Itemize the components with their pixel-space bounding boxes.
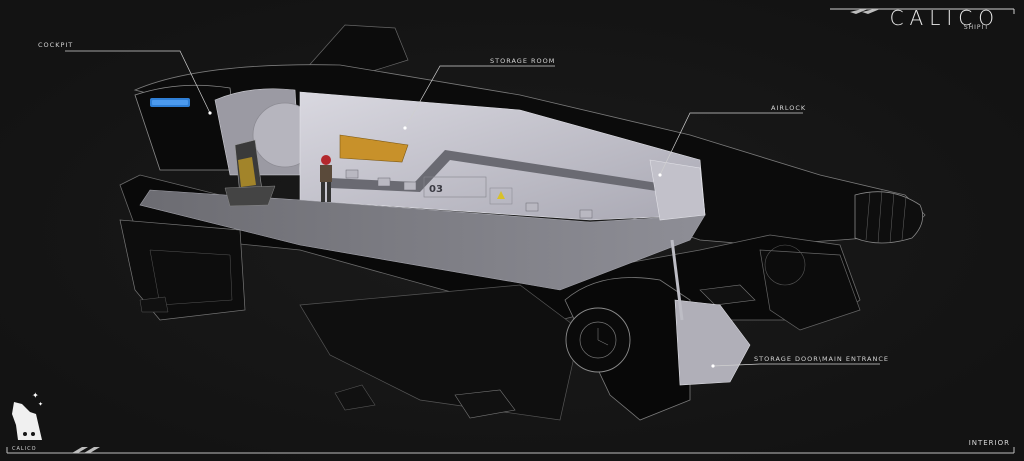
svg-text:✦: ✦ [38,401,43,408]
callout-cockpit: COCKPIT [38,41,74,49]
crew-figure [320,155,332,202]
brand-title: CALICO [889,6,1000,30]
callout-storage-door: STORAGE DOOR\MAIN ENTRANCE [754,355,889,363]
interior-cutaway [139,88,751,386]
warning-icon [497,191,505,199]
yellow-storage-panel [339,134,409,163]
logo-text: CALICO [12,446,37,452]
brand-model: SHIPIT [963,24,989,31]
svg-text:✦: ✦ [32,391,39,400]
frame-bottom [6,447,1015,454]
storage-door-ramp [674,299,751,386]
bay-number: 03 [429,184,443,195]
wolf-howling-icon: ✦ ✦ [12,391,43,440]
frame-top [830,8,1015,14]
callout-lines [65,50,880,367]
cockpit-canopy [134,84,241,171]
view-label: INTERIOR [968,439,1010,447]
callout-storage-room: STORAGE ROOM [490,57,556,65]
pilot-seat [224,139,276,207]
callout-airlock: AIRLOCK [771,104,807,112]
